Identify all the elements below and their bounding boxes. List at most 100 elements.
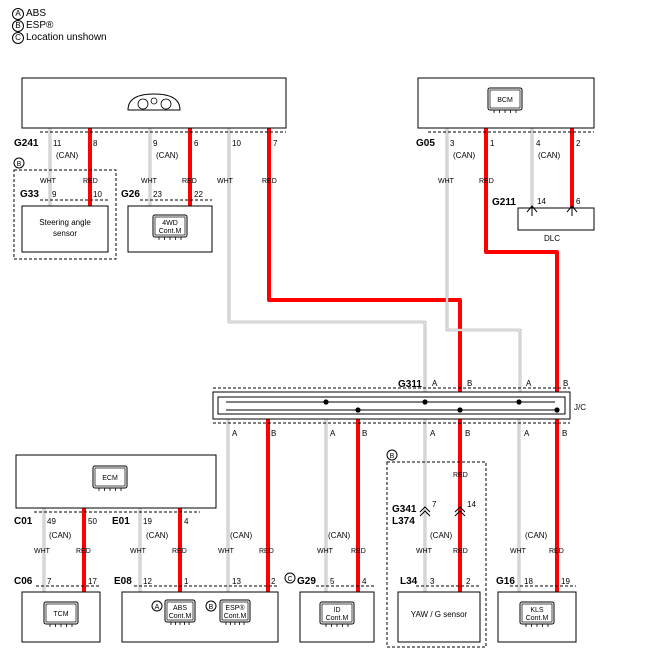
circled-letter-icon: A xyxy=(12,8,24,20)
wht-wire-g241-10 xyxy=(227,128,427,395)
pin-number: 23 xyxy=(153,190,162,199)
pin-number: 19 xyxy=(143,517,152,526)
connector-g311: G311 xyxy=(398,379,422,390)
pin-number: 13 xyxy=(232,577,241,586)
wire-colour-wht: WHT xyxy=(510,548,527,555)
module-label-2: Cont.M xyxy=(526,615,549,622)
connector-g211: G211 xyxy=(492,197,516,208)
jc-splice-dot xyxy=(323,399,329,405)
circled-letter-icon xyxy=(386,449,398,461)
inline-connector-l374 xyxy=(454,506,466,517)
pin-number: 50 xyxy=(88,517,97,526)
pin-number: 10 xyxy=(232,139,241,148)
wire-colour-red: RED xyxy=(549,548,564,555)
module-label-2: Cont.M xyxy=(224,613,247,620)
wire-colour-wht: WHT xyxy=(438,178,455,185)
abs-esp-control-box xyxy=(121,591,279,643)
wire-colour-wht: WHT xyxy=(130,548,147,555)
legend-abs-text: ABS xyxy=(26,8,47,19)
connector-g29: G29 xyxy=(297,576,316,587)
circled-letter: A xyxy=(155,604,160,611)
pin-number: 2 xyxy=(466,577,471,586)
inline-connector-g341 xyxy=(419,506,431,517)
steering-label-2: sensor xyxy=(53,229,77,238)
g33-esp-mark-icon: B xyxy=(13,157,25,169)
wire-colour-wht: WHT xyxy=(218,548,235,555)
circled-letter: C xyxy=(287,576,292,583)
module-label-2: Cont.M xyxy=(159,228,182,235)
module-icon: ESP®Cont.M xyxy=(219,599,251,625)
connector-g341: G341 xyxy=(392,504,417,515)
jc-splice-dot xyxy=(554,407,560,413)
wire-colour-red: RED xyxy=(259,548,274,555)
module-label: BCM xyxy=(497,97,513,104)
pin-number: 4 xyxy=(184,517,189,526)
l34-esp-mark-icon: B xyxy=(386,449,398,461)
legend-esp-text: ESP® xyxy=(26,20,54,31)
yaw-sensor-label: YAW / G sensor xyxy=(411,610,468,619)
pin-number: 22 xyxy=(194,190,203,199)
module-label: TCM xyxy=(53,611,68,618)
wire-colour-wht: WHT xyxy=(34,548,51,555)
jc-pin-letter: B xyxy=(467,379,472,388)
pin-number: 6 xyxy=(576,197,581,206)
wire-colour-red: RED xyxy=(262,178,277,185)
pin-number: 7 xyxy=(47,577,52,586)
jc-inner-frame xyxy=(217,396,566,415)
jc-pin-letter: B xyxy=(271,429,276,438)
circled-letter-icon: B xyxy=(12,20,24,32)
module-inner xyxy=(321,603,353,623)
wire-colour-wht: WHT xyxy=(217,178,234,185)
jc-label: J/C xyxy=(574,403,586,412)
pin-number: 7 xyxy=(273,139,278,148)
pin-number: 10 xyxy=(93,190,102,199)
can-label: (CAN) xyxy=(156,151,179,160)
dlc-pin-6 xyxy=(566,205,578,216)
component-boxes: BCM4WDCont.MECMTCMABSCont.MESP®Cont.MIDC… xyxy=(13,77,595,648)
pin-number: 11 xyxy=(53,139,62,148)
module-inner xyxy=(521,603,553,623)
connector-g241: G241 xyxy=(14,138,39,149)
pin-number: 3 xyxy=(450,139,455,148)
wht-wire-g241-10-core xyxy=(228,128,426,395)
module-inner xyxy=(221,601,249,621)
circled-letter-icon: C xyxy=(12,32,24,44)
can-label: (CAN) xyxy=(56,151,79,160)
jc-pin-letter: B xyxy=(362,429,367,438)
wire-colour-red: RED xyxy=(479,178,494,185)
jc-pin-letter: A xyxy=(524,429,530,438)
module-label-1: 4WD xyxy=(162,220,178,227)
pin-number: 14 xyxy=(537,197,546,206)
jc-splice-dot xyxy=(355,407,361,413)
wire-colour-wht: WHT xyxy=(317,548,334,555)
jc-pin-letter: A xyxy=(432,379,438,388)
wht-wire-g05-3-core xyxy=(446,128,521,395)
module-label-2: Cont.M xyxy=(326,615,349,622)
pin-number: 1 xyxy=(490,139,495,148)
can-label: (CAN) xyxy=(49,531,72,540)
abs-mark-icon: A xyxy=(151,600,163,612)
module-inner xyxy=(166,601,194,621)
wire-colour-red: RED xyxy=(76,548,91,555)
wire-colour-red: RED xyxy=(351,548,366,555)
pin-number: 8 xyxy=(93,139,98,148)
circled-letter-icon xyxy=(151,600,163,612)
can-label: (CAN) xyxy=(230,531,253,540)
circled-letter: B xyxy=(209,604,214,611)
connector-g16: G16 xyxy=(496,576,515,587)
module-label-1: ESP® xyxy=(225,604,245,612)
pin-number: 4 xyxy=(536,139,541,148)
cluster-gauge-right xyxy=(160,98,172,110)
jc-pin-letter: B xyxy=(563,379,568,388)
module-label: ECM xyxy=(102,475,118,482)
connector-c06: C06 xyxy=(14,576,33,587)
wires xyxy=(42,128,574,592)
pin-number: 14 xyxy=(467,500,476,509)
wire-colour-red: RED xyxy=(182,178,197,185)
dlc-label: DLC xyxy=(544,234,560,243)
circled-letter: B xyxy=(390,453,395,460)
yaw-g-sensor-box xyxy=(397,591,481,643)
